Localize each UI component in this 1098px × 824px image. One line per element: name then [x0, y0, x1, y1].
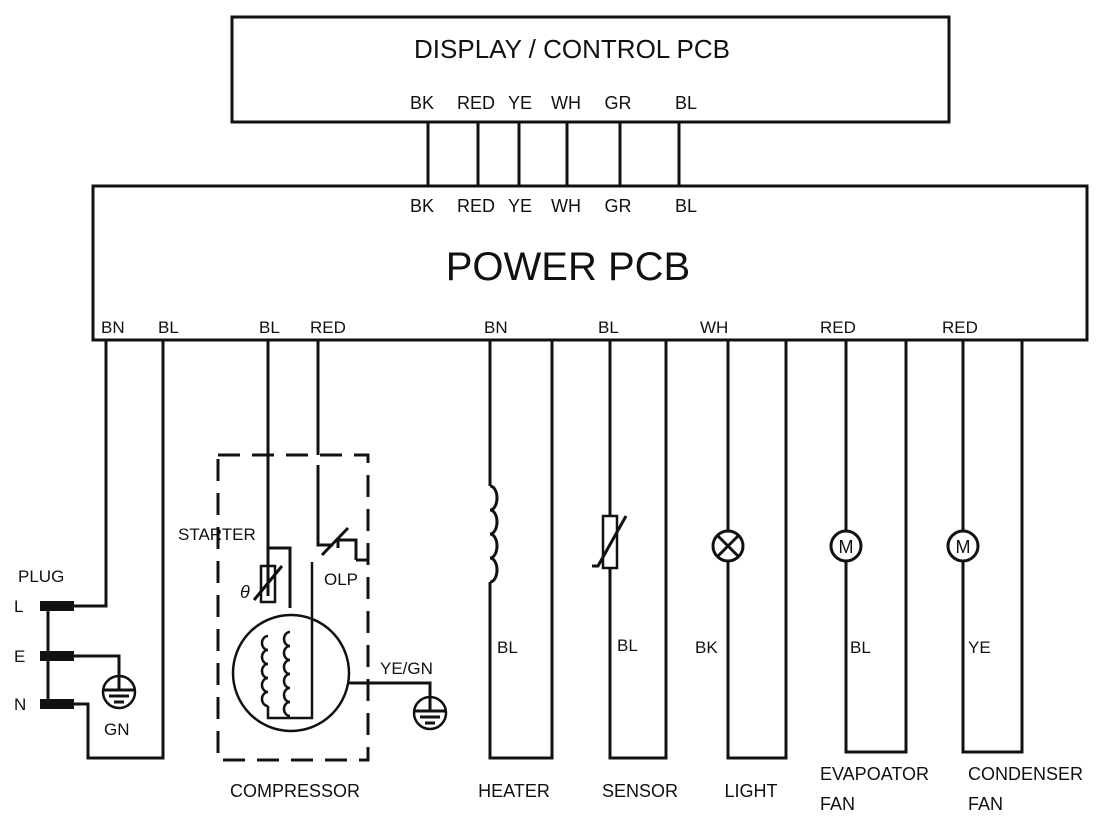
light-label: LIGHT [724, 781, 777, 801]
heater-coil-icon [489, 484, 499, 584]
display-pin-gr: GR [605, 93, 632, 113]
evap-fan-group: M BL EVAPOATOR FAN [820, 340, 929, 814]
starter-label: STARTER [178, 525, 256, 544]
cond-fan-label-2: FAN [968, 794, 1003, 814]
power-top-pin-red: RED [457, 196, 495, 216]
display-pin-red: RED [457, 93, 495, 113]
heater-group: BL HEATER [478, 340, 554, 801]
power-bottom-pin-wh-light: WH [700, 318, 728, 337]
evap-fan-return-wire: BL [850, 638, 871, 657]
compressor-ground-label: YE/GN [380, 659, 433, 678]
light-lamp-icon [711, 529, 745, 563]
cond-fan-label: CONDENSER [968, 764, 1083, 784]
power-bottom-pin-bl-comp: BL [259, 318, 280, 337]
olp-label: OLP [324, 570, 358, 589]
compressor-dashed-box [216, 453, 370, 762]
sensor-return-wire: BL [617, 636, 638, 655]
inter-pcb-wires [426, 122, 681, 186]
power-pcb-box [91, 184, 1089, 342]
power-top-pin-ye: YE [508, 196, 532, 216]
power-pcb-title: POWER PCB [446, 245, 690, 289]
display-pin-bk: BK [410, 93, 434, 113]
power-bottom-pin-bl-plug: BL [158, 318, 179, 337]
display-pcb-box [230, 15, 951, 124]
cond-fan-wire-return [961, 340, 1024, 754]
plug-pin-l [40, 601, 74, 611]
display-pcb-title: DISPLAY / CONTROL PCB [414, 34, 730, 64]
heater-return-wire: BL [497, 638, 518, 657]
power-top-pin-gr: GR [605, 196, 632, 216]
cond-fan-motor-icon: M [946, 529, 980, 563]
plug-terminal-e: E [14, 647, 25, 666]
plug-pin-e [40, 651, 74, 661]
plug-wire-n [74, 340, 165, 760]
plug-ground-label: GN [104, 720, 130, 739]
power-top-pin-bl: BL [675, 196, 697, 216]
evap-fan-motor-icon: M [829, 529, 863, 563]
compressor-label: COMPRESSOR [230, 781, 360, 801]
plug-ground-icon [101, 674, 137, 710]
heater-label: HEATER [478, 781, 550, 801]
power-bottom-pin-bn-heater: BN [484, 318, 508, 337]
evap-fan-label: EVAPOATOR [820, 764, 929, 784]
power-top-pin-wh: WH [551, 196, 581, 216]
power-bottom-pin-red-cond: RED [942, 318, 978, 337]
display-pin-bl: BL [675, 93, 697, 113]
compressor-windings-icon [260, 562, 314, 720]
svg-text:M: M [839, 537, 854, 557]
light-return-wire: BK [695, 638, 718, 657]
plug-terminal-n: N [14, 695, 26, 714]
power-top-pin-bk: BK [410, 196, 434, 216]
plug-pin-n [40, 699, 74, 709]
starter-ptc-icon: θ [240, 546, 292, 608]
sensor-label: SENSOR [602, 781, 678, 801]
compressor-motor-icon [231, 613, 351, 733]
light-group: BK LIGHT [695, 340, 788, 801]
power-bottom-pin-red-comp: RED [310, 318, 346, 337]
display-pin-wh: WH [551, 93, 581, 113]
compressor-ground-icon [412, 695, 448, 731]
power-bottom-pin-bl-sensor: BL [598, 318, 619, 337]
cond-fan-group: M YE CONDENSER FAN [946, 340, 1083, 814]
sensor-wire-return [608, 340, 668, 760]
plug-group: PLUG L E N GN [14, 340, 165, 760]
compressor-ground-wire [349, 681, 432, 700]
evap-fan-wire-return [844, 340, 908, 754]
sensor-thermistor-icon [592, 514, 628, 570]
plug-title: PLUG [18, 567, 64, 586]
svg-text:M: M [956, 537, 971, 557]
olp-switch-icon [316, 465, 368, 562]
plug-wire-l [74, 340, 108, 608]
sensor-group: BL SENSOR [592, 340, 678, 801]
cond-fan-return-wire: YE [968, 638, 991, 657]
heater-wire-return [488, 340, 554, 760]
evap-fan-label-2: FAN [820, 794, 855, 814]
display-pin-ye: YE [508, 93, 532, 113]
power-bottom-pin-bn-plug: BN [101, 318, 125, 337]
plug-wire-e [74, 654, 121, 676]
svg-text:θ: θ [240, 582, 250, 602]
compressor-group: OLP θ STARTER YE/GN COMPRESSOR [178, 340, 448, 801]
plug-terminal-l: L [14, 597, 23, 616]
power-bottom-pin-red-evap: RED [820, 318, 856, 337]
light-wire-return [726, 340, 788, 760]
